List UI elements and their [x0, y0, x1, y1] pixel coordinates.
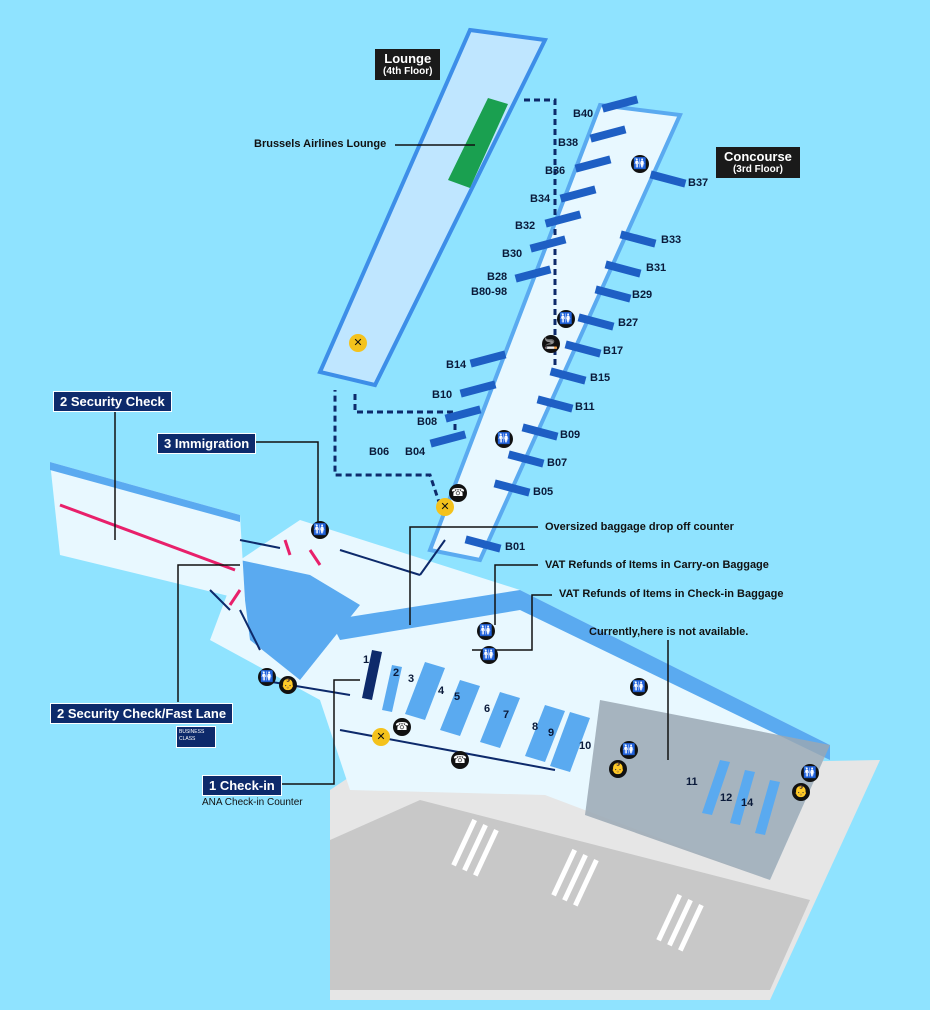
security-fast-lane-tag: 2 Security Check/Fast Lane [50, 703, 234, 724]
restroom-icon: 🚻 [630, 678, 648, 696]
restroom-icon: 🚻 [311, 521, 329, 539]
lounge-title: Lounge [384, 51, 432, 66]
no-entry-icon: ✕ [436, 498, 454, 516]
brussels-lounge-label: Brussels Airlines Lounge [254, 138, 387, 150]
vat-check-in-label: VAT Refunds of Items in Check-in Baggage [559, 588, 784, 600]
crosswalks [451, 818, 704, 952]
callout-lines [114, 144, 669, 785]
concourse-floor-label: Concourse (3rd Floor) [716, 147, 800, 179]
gate-b27: B27 [618, 317, 639, 329]
gate-b14: B14 [446, 359, 467, 371]
baby-care-icon: 👶 [792, 783, 810, 801]
lounge-wall [317, 27, 549, 388]
concourse-title: Concourse [724, 149, 792, 164]
road [330, 800, 810, 990]
counter-9: 9 [548, 727, 555, 739]
gate-b80-98: B80-98 [471, 286, 508, 298]
phone-icon: ☎ [393, 718, 411, 736]
no-entry-icon: ✕ [349, 334, 367, 352]
lounge-floor: (4th Floor) [383, 66, 433, 78]
restroom-icon: 🚻 [495, 430, 513, 448]
gate-b17: B17 [603, 345, 624, 357]
concourse-floor: (3rd Floor) [732, 164, 783, 176]
ana-counter-label: ANA Check-in Counter [202, 797, 303, 808]
gate-b05: B05 [533, 486, 554, 498]
gate-b34: B34 [530, 193, 551, 205]
restroom-icon: 🚻 [557, 310, 575, 328]
gate-b06: B06 [369, 446, 390, 458]
not-available-label: Currently,here is not available. [589, 626, 749, 638]
business-class-badge: BUSINESS CLASS [176, 726, 216, 748]
gate-b01: B01 [505, 541, 526, 553]
security-check-tag: 2 Security Check [53, 391, 172, 412]
restroom-icon: 🚻 [631, 155, 649, 173]
gate-piers [429, 95, 687, 553]
security-corridor-wall [50, 462, 240, 522]
gate-b07: B07 [547, 457, 568, 469]
central-block [240, 560, 360, 680]
gate-b28: B28 [487, 271, 508, 283]
counter-6: 6 [484, 703, 491, 715]
vat-carry-on-label: VAT Refunds of Items in Carry-on Baggage [545, 559, 769, 571]
gate-b31: B31 [646, 262, 667, 274]
checkin-counters [362, 650, 780, 835]
counter-2: 2 [393, 667, 400, 679]
gate-b15: B15 [590, 372, 611, 384]
counter-12: 12 [720, 792, 733, 804]
security-lanes [59, 503, 322, 606]
lounge-floor-label: Lounge (4th Floor) [375, 49, 441, 81]
phone-icon: ☎ [449, 484, 467, 502]
oversized-baggage-label: Oversized baggage drop off counter [545, 521, 734, 533]
gate-b33: B33 [661, 234, 682, 246]
counter-14: 14 [741, 797, 754, 809]
restroom-icon: 🚻 [477, 622, 495, 640]
gate-b36: B36 [545, 165, 566, 177]
counter-11: 11 [686, 776, 698, 788]
gate-b40: B40 [573, 108, 594, 120]
gate-b11: B11 [575, 401, 595, 413]
immigration-tag: 3 Immigration [157, 433, 257, 454]
brussels-lounge-area [448, 98, 508, 188]
unavailable-zone [585, 700, 830, 880]
smoking-icon: 🚬 [542, 335, 560, 353]
gate-b09: B09 [560, 429, 581, 441]
restroom-icon: 🚻 [480, 646, 498, 664]
no-entry-icon: ✕ [372, 728, 390, 746]
security-corridor [50, 462, 245, 600]
restroom-icon: 🚻 [620, 741, 638, 759]
restroom-icon: 🚻 [258, 668, 276, 686]
baby-care-icon: 👶 [279, 676, 297, 694]
gate-b37: B37 [688, 177, 709, 189]
counter-8: 8 [532, 721, 539, 733]
counter-3: 3 [408, 673, 415, 685]
counter-7: 7 [503, 709, 510, 721]
gate-b10: B10 [432, 389, 453, 401]
lounge-route-dashed [333, 98, 557, 506]
baby-care-icon: 👶 [609, 760, 627, 778]
concourse-wall [427, 102, 683, 563]
gate-b38: B38 [558, 137, 579, 149]
restroom-icon: 🚻 [801, 764, 819, 782]
checkin-hall-wall [330, 590, 830, 760]
gate-b04: B04 [405, 446, 426, 458]
counter-1: 1 [363, 654, 370, 666]
gate-b32: B32 [515, 220, 536, 232]
counter-4: 4 [438, 685, 445, 697]
gate-b08: B08 [417, 416, 438, 428]
gate-b29: B29 [632, 289, 653, 301]
checkin-tag: 1 Check-in [202, 775, 282, 796]
counter-5: 5 [454, 691, 461, 703]
gate-b30: B30 [502, 248, 523, 260]
phone-icon: ☎ [451, 751, 469, 769]
counter-10: 10 [579, 740, 592, 752]
